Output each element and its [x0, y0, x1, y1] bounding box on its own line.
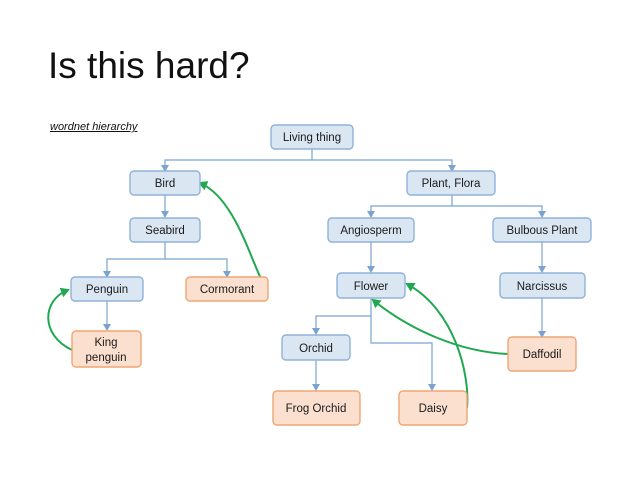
page-title: Is this hard?: [48, 45, 250, 86]
node-penguin: Penguin: [70, 276, 144, 302]
edge-seabird-penguin: [103, 242, 166, 278]
node-label-line2: penguin: [86, 352, 127, 364]
node-label: Daffodil: [523, 349, 562, 361]
node-living-thing: Living thing: [270, 124, 354, 150]
node-label: Living thing: [283, 132, 341, 144]
node-label: Cormorant: [200, 284, 255, 296]
node-label: Bird: [155, 178, 175, 190]
node-label: Frog Orchid: [286, 403, 347, 415]
node-bird: Bird: [129, 170, 201, 196]
node-label: Bulbous Plant: [507, 225, 579, 237]
node-label: Angiosperm: [340, 225, 401, 237]
diagram-subtitle: wordnet hierarchy: [50, 121, 138, 133]
node-label: Seabird: [145, 225, 185, 237]
node-king-penguin: King penguin: [71, 330, 142, 368]
node-daisy: Daisy: [398, 390, 468, 426]
node-daffodil: Daffodil: [507, 336, 577, 372]
node-plant-flora: Plant, Flora: [406, 170, 496, 196]
edge-flower-orchid: [312, 298, 372, 335]
node-label: Orchid: [299, 343, 333, 355]
edge-flower-daisy: [370, 316, 436, 391]
arrow-cormorant-to-bird: [198, 181, 269, 290]
node-label: Narcissus: [517, 281, 568, 293]
edge-seabird-cormorant: [165, 258, 231, 278]
node-orchid: Orchid: [281, 334, 351, 361]
arrow-daffodil-to-flower: [371, 298, 509, 355]
edge-living-bird: [161, 149, 313, 172]
edge-plant-angiosperm: [367, 195, 453, 218]
node-angiosperm: Angiosperm: [327, 217, 415, 243]
node-narcissus: Narcissus: [499, 272, 586, 299]
tree-connectors: [103, 149, 546, 391]
node-frog-orchid: Frog Orchid: [272, 390, 361, 426]
node-label: Plant, Flora: [422, 178, 481, 190]
edge-plant-bulbous: [452, 205, 546, 218]
node-label: Daisy: [419, 403, 448, 415]
node-seabird: Seabird: [129, 217, 201, 243]
node-label: Flower: [354, 281, 389, 293]
edge-living-plant: [312, 159, 456, 172]
node-bulbous-plant: Bulbous Plant: [492, 217, 592, 243]
node-cormorant: Cormorant: [185, 276, 269, 302]
node-label-line1: King: [94, 337, 117, 349]
arrow-king-to-penguin: [47, 287, 73, 351]
node-label: Penguin: [86, 284, 128, 296]
node-flower: Flower: [336, 272, 406, 299]
